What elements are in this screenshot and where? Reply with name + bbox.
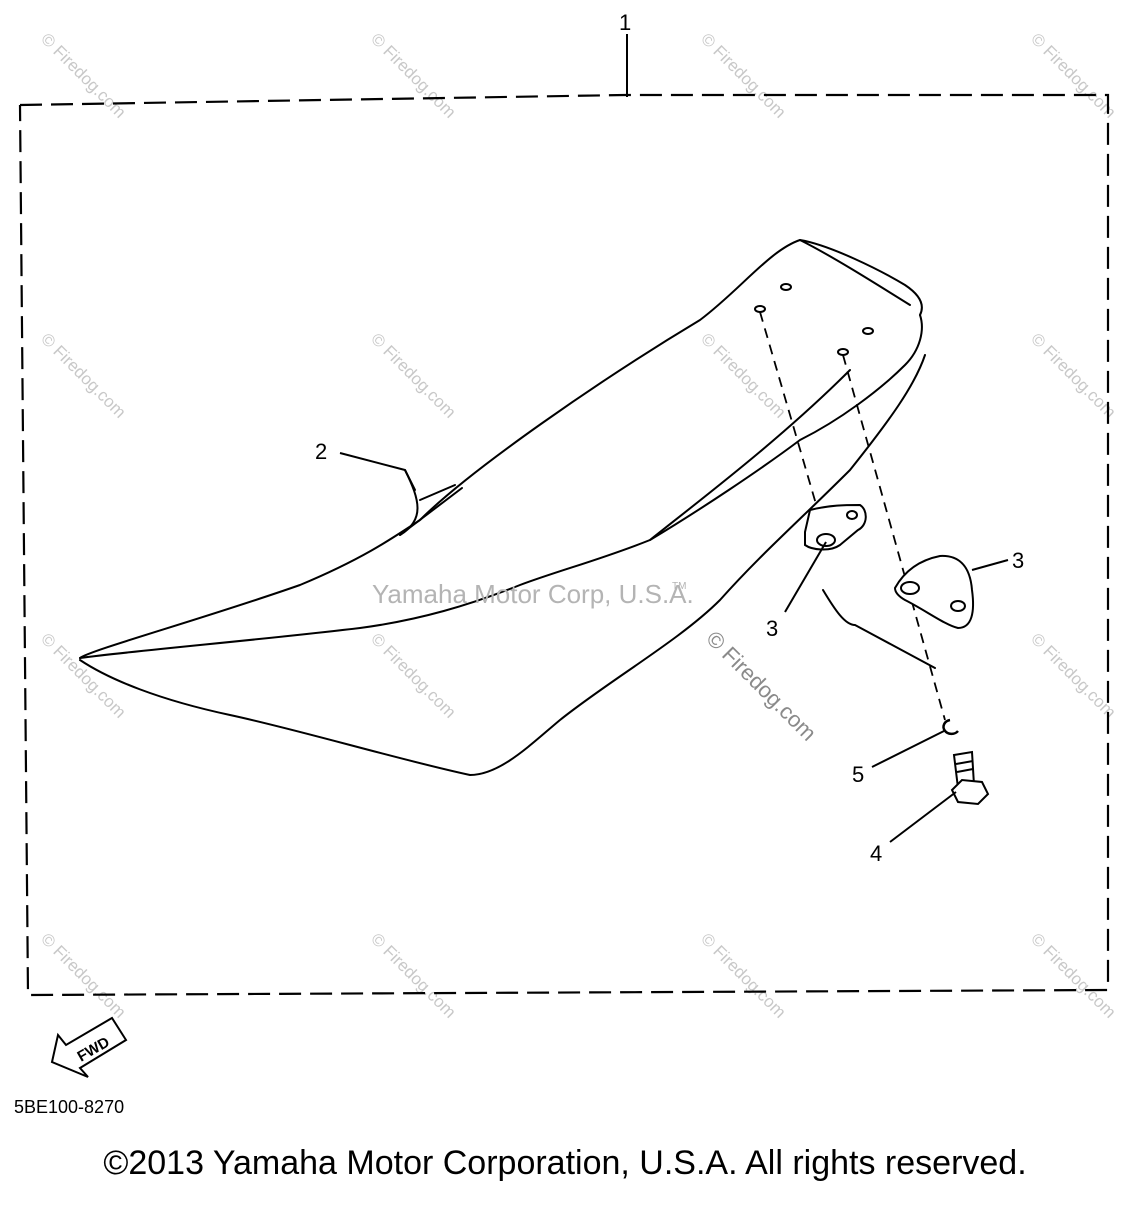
watermark-tile: © Firedog.com <box>367 329 459 421</box>
diagonal-watermark: © Firedog.com <box>701 626 821 746</box>
seat-drawing <box>79 239 936 776</box>
callout-2: 2 <box>315 439 327 464</box>
bracket-right <box>893 554 975 630</box>
callout-3-right: 3 <box>1012 548 1024 573</box>
watermark-tile: © Firedog.com <box>37 29 129 121</box>
callout-4: 4 <box>870 841 882 866</box>
part-code: 5BE100-8270 <box>14 1097 125 1117</box>
watermark-tiles: © Firedog.com © Firedog.com © Firedog.co… <box>37 29 1119 1021</box>
watermark-tile: © Firedog.com <box>1027 929 1119 1021</box>
watermark-tile: © Firedog.com <box>1027 329 1119 421</box>
watermark-tile: © Firedog.com <box>697 29 789 121</box>
watermark-tile: © Firedog.com <box>1027 629 1119 721</box>
callout-3-left: 3 <box>766 616 778 641</box>
fwd-arrow: FWD <box>50 1016 128 1078</box>
watermark-tile: © Firedog.com <box>37 629 129 721</box>
watermark-tile: © Firedog.com <box>367 29 459 121</box>
watermark-tile: © Firedog.com <box>697 929 789 1021</box>
callout-5: 5 <box>852 762 864 787</box>
watermark-tile: © Firedog.com <box>1027 29 1119 121</box>
watermark-tile: © Firedog.com <box>37 329 129 421</box>
watermark-tile: © Firedog.com <box>367 929 459 1021</box>
circlip <box>942 718 959 736</box>
watermark-tile: © Firedog.com <box>37 929 129 1021</box>
assembly-boundary <box>18 93 1110 997</box>
bracket-left <box>804 503 867 551</box>
watermark-tile: © Firedog.com <box>697 329 789 421</box>
copyright-footer: ©2013 Yamaha Motor Corporation, U.S.A. A… <box>103 1144 1027 1182</box>
watermark-tile: © Firedog.com <box>367 629 459 721</box>
center-watermark-tm: TM <box>672 581 686 592</box>
leader-lines <box>339 452 1009 843</box>
alignment-lines <box>759 311 946 721</box>
fwd-arrow-icon <box>50 1016 128 1078</box>
bolt <box>950 750 990 806</box>
callout-1: 1 <box>619 10 631 35</box>
center-watermark: Yamaha Motor Corp, U.S.A. <box>372 579 694 609</box>
